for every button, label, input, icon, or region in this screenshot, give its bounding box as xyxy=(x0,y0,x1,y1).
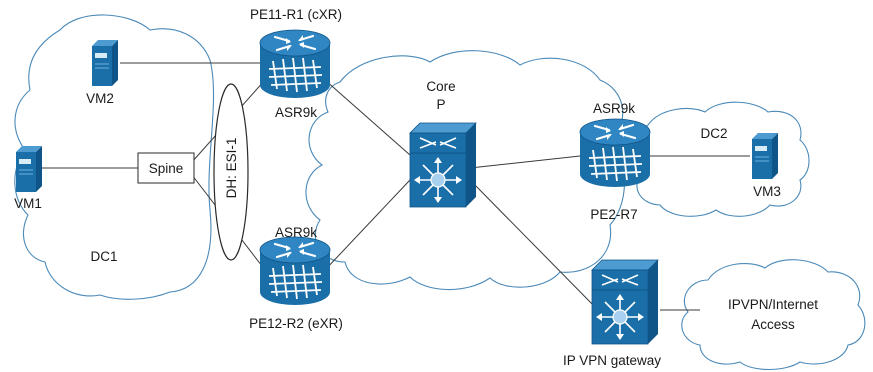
pe2-asr-label: ASR9k xyxy=(593,101,635,116)
pe2-router-icon xyxy=(578,117,652,189)
spine-box xyxy=(137,152,195,184)
dc2-label: DC2 xyxy=(700,126,727,141)
vm2-server-icon xyxy=(91,39,119,87)
p-label: P xyxy=(436,97,445,112)
core-switch-icon xyxy=(409,122,477,208)
vm3-label: VM3 xyxy=(753,184,781,199)
dc1-cloud xyxy=(14,14,215,300)
dh-esi-label: DH: ESI-1 xyxy=(224,138,239,199)
dh-esi-ellipse xyxy=(213,83,249,261)
pe2-label: PE2-R7 xyxy=(590,207,637,222)
ipvpn-cloud xyxy=(681,259,866,370)
vm3-server-icon xyxy=(751,132,779,180)
spine-label: Spine xyxy=(149,161,184,176)
vm2-label: VM2 xyxy=(86,91,114,106)
link-pe12-core xyxy=(324,179,411,271)
vm1-server-icon xyxy=(15,145,43,193)
link-core-gateway xyxy=(469,179,599,311)
ipvpn-label-line2: Access xyxy=(751,317,795,332)
core-label: Core xyxy=(426,79,455,94)
vm1-label: VM1 xyxy=(14,196,42,211)
dc2-cloud xyxy=(631,101,810,217)
link-core-pe2 xyxy=(469,155,581,169)
gateway-label: IP VPN gateway xyxy=(563,353,661,368)
ipvpn-label-line1: IPVPN/Internet xyxy=(728,297,818,312)
gateway-switch-icon xyxy=(591,259,659,345)
pe11-router-icon xyxy=(258,28,332,100)
pe12-asr-label: ASR9k xyxy=(275,225,317,240)
dc1-label: DC1 xyxy=(90,249,117,264)
pe11-label: PE11-R1 (cXR) xyxy=(250,7,342,22)
link-pe11-core xyxy=(324,79,411,156)
pe12-router-icon xyxy=(258,235,332,307)
pe12-label: PE12-R2 (eXR) xyxy=(249,316,343,331)
pe11-asr-label: ASR9k xyxy=(275,105,317,120)
